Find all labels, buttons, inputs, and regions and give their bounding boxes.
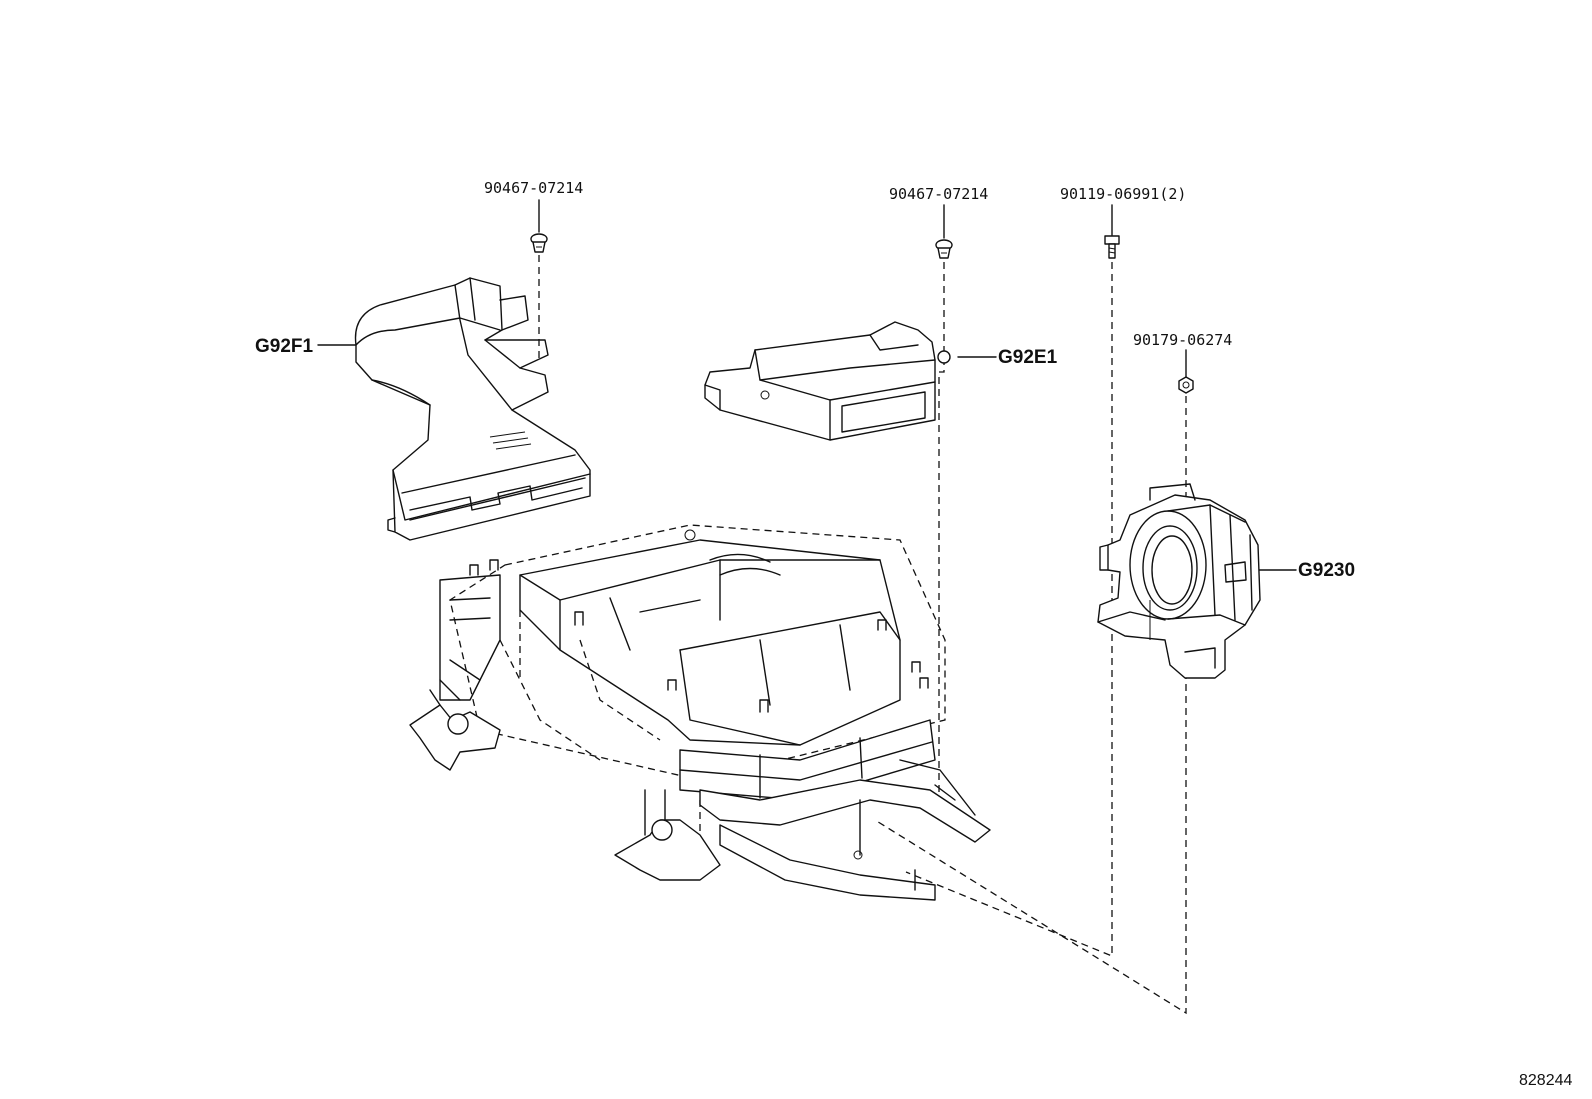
nut-icon bbox=[1178, 376, 1194, 394]
label-bolt: 90119-06991(2) bbox=[1060, 185, 1186, 203]
bolt-icon bbox=[1104, 235, 1120, 259]
intake-duct-left bbox=[354, 277, 591, 541]
assembly-line-bolt bbox=[905, 262, 1113, 957]
assembly-line-blower bbox=[874, 672, 1187, 1015]
clip-left-icon bbox=[530, 233, 548, 253]
blower-assembly bbox=[1097, 483, 1261, 679]
label-duct-middle: G92E1 bbox=[998, 347, 1058, 368]
figure-number: 828244 bbox=[1519, 1072, 1572, 1089]
label-duct-left: G92F1 bbox=[255, 336, 314, 357]
label-nut: 90179-06274 bbox=[1133, 331, 1232, 349]
intake-duct-middle bbox=[704, 321, 951, 441]
label-clip-middle: 90467-07214 bbox=[889, 185, 988, 203]
label-clip-left: 90467-07214 bbox=[484, 179, 583, 197]
battery-pack bbox=[439, 524, 946, 801]
assembly-line-clip-middle bbox=[938, 262, 945, 810]
label-blower: G9230 bbox=[1298, 560, 1355, 581]
clip-middle-icon bbox=[935, 239, 953, 259]
mounting-brackets bbox=[409, 679, 991, 901]
